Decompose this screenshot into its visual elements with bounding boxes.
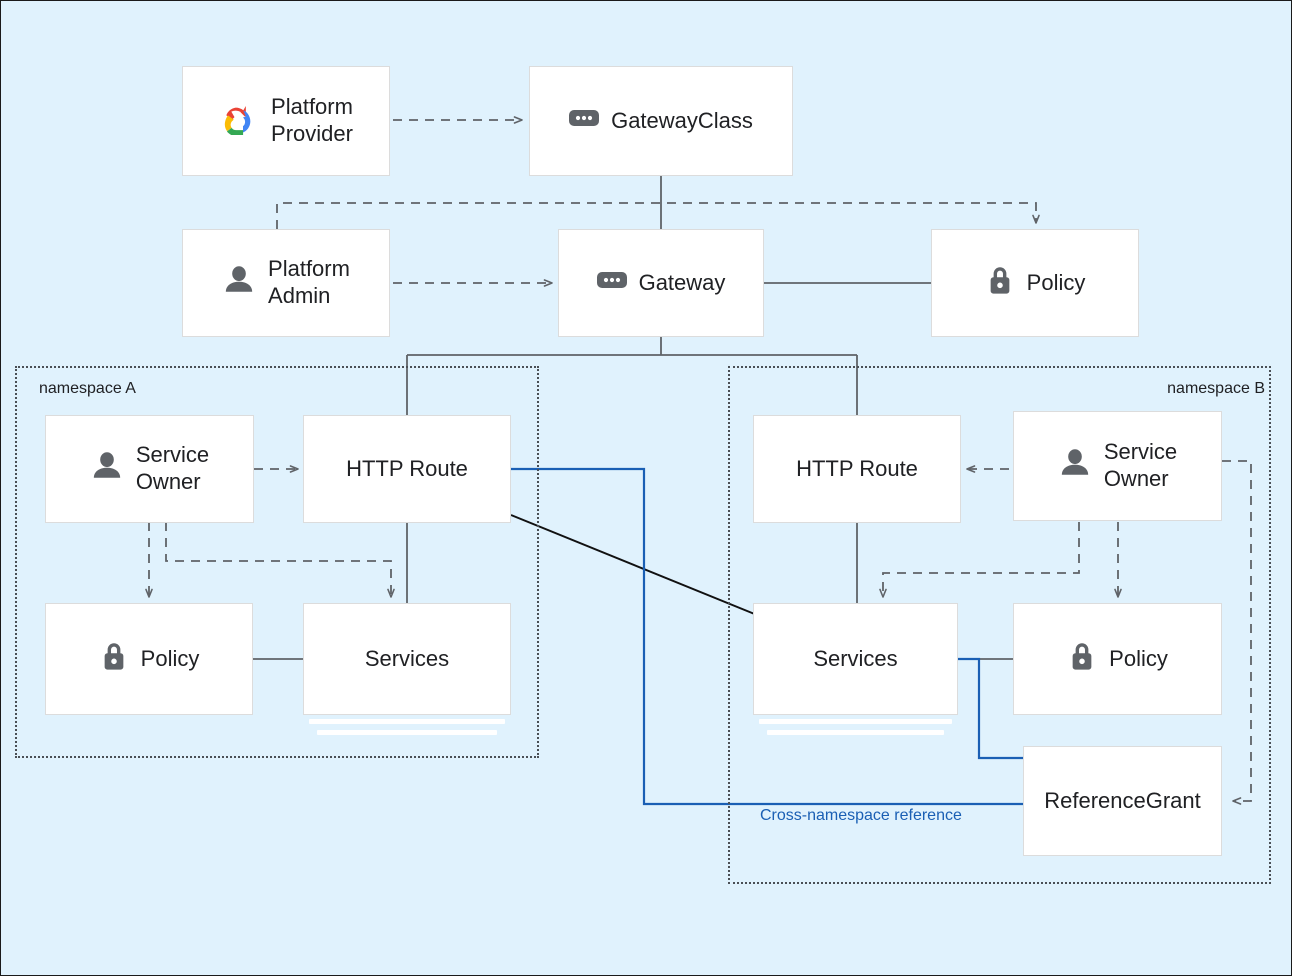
- node-services-b[interactable]: Services: [753, 603, 958, 715]
- node-platform-provider[interactable]: Platform Provider: [182, 66, 390, 176]
- person-icon: [222, 263, 256, 304]
- person-icon: [90, 449, 124, 490]
- edge-route-a-to-services-b: [510, 514, 758, 616]
- node-label: Service Owner: [1103, 439, 1178, 491]
- google-cloud-icon: [219, 101, 259, 142]
- node-label: ReferenceGrant: [1044, 787, 1201, 813]
- node-label: Services: [813, 645, 898, 671]
- services-a-stack-layer-2: [317, 730, 497, 735]
- node-reference-grant[interactable]: ReferenceGrant: [1023, 746, 1222, 856]
- node-label: Policy: [140, 645, 200, 671]
- node-label: Policy: [1026, 269, 1086, 295]
- node-policy-b[interactable]: Policy: [1013, 603, 1222, 715]
- node-label: Platform Admin: [268, 256, 350, 308]
- node-service-owner-a[interactable]: Service Owner: [45, 415, 254, 523]
- node-policy-top[interactable]: Policy: [931, 229, 1139, 337]
- node-service-owner-b[interactable]: Service Owner: [1013, 411, 1222, 521]
- lock-icon: [985, 263, 1015, 304]
- node-platform-admin[interactable]: Platform Admin: [182, 229, 390, 337]
- lock-icon: [99, 639, 129, 680]
- node-label: Services: [364, 645, 450, 671]
- node-label: Platform Provider: [271, 94, 353, 146]
- lock-icon: [1067, 639, 1097, 680]
- person-icon: [1058, 446, 1092, 487]
- node-label: GatewayClass: [611, 107, 753, 133]
- gateway-dots-icon: [569, 108, 600, 135]
- node-services-a[interactable]: Services: [303, 603, 511, 715]
- node-gateway[interactable]: Gateway: [558, 229, 764, 337]
- cross-namespace-reference-label: Cross-namespace reference: [760, 807, 962, 824]
- node-http-route-a[interactable]: HTTP Route: [303, 415, 511, 523]
- node-label: HTTP Route: [346, 455, 468, 481]
- node-label: Policy: [1109, 645, 1168, 671]
- services-b-stack-layer-1: [759, 719, 952, 724]
- node-label: Gateway: [638, 269, 726, 295]
- gateway-dots-icon: [596, 270, 627, 297]
- namespace-a-label: namespace A: [39, 380, 136, 397]
- node-http-route-b[interactable]: HTTP Route: [753, 415, 961, 523]
- node-policy-a[interactable]: Policy: [45, 603, 253, 715]
- node-label: Service Owner: [135, 442, 210, 494]
- edge-admin-to-policy: [276, 202, 1040, 229]
- services-b-stack-layer-2: [767, 730, 944, 735]
- node-gatewayclass[interactable]: GatewayClass: [529, 66, 793, 176]
- node-label: HTTP Route: [796, 455, 918, 481]
- namespace-b-label: namespace B: [1167, 380, 1265, 397]
- services-a-stack-layer-1: [309, 719, 505, 724]
